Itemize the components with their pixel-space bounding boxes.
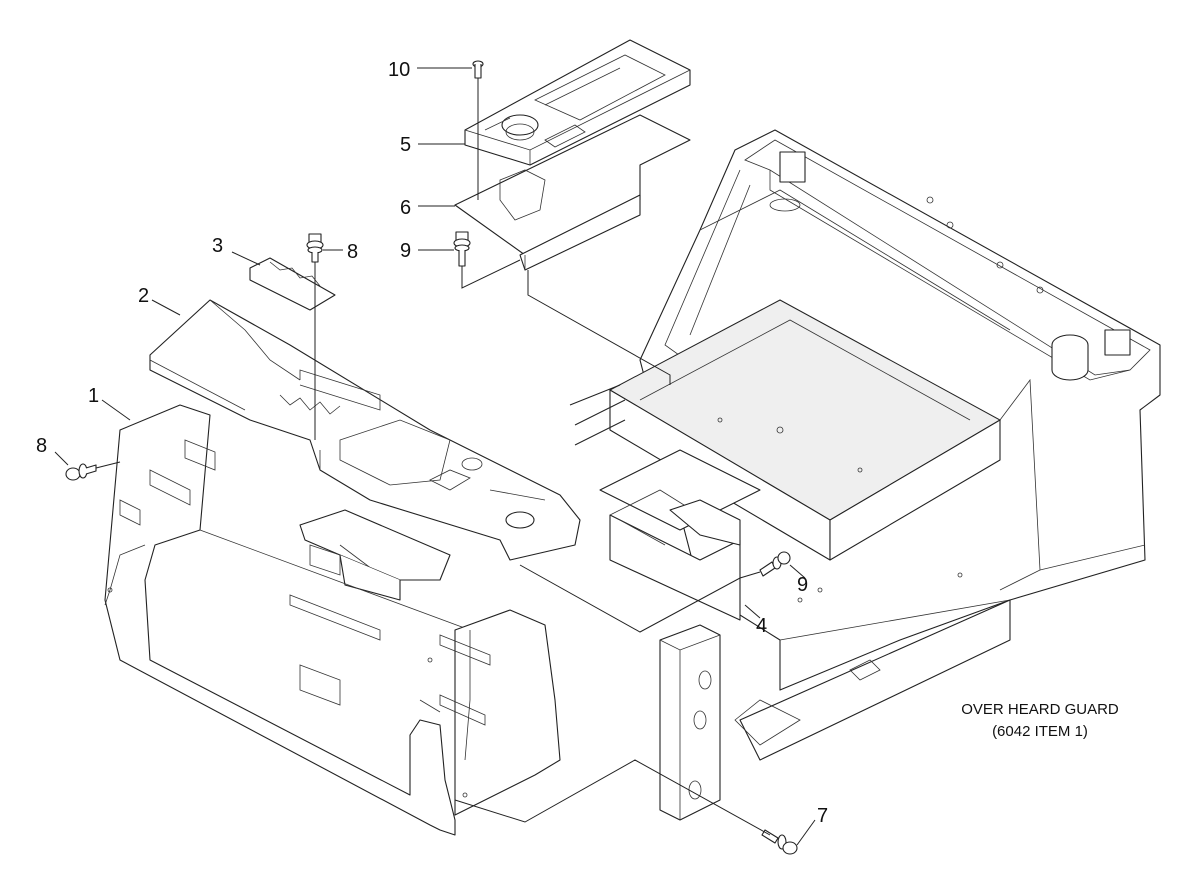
middle-bracket	[299, 509, 451, 601]
callout-8-left: 8	[36, 435, 47, 457]
part-8-bolt-upper	[306, 233, 324, 263]
overhead-guard-frame	[608, 129, 1161, 761]
callout-6: 6	[400, 197, 411, 219]
part-8-bolt-left	[65, 463, 97, 481]
vertical-post	[659, 624, 721, 821]
caption-line-1: OVER HEARD GUARD	[961, 701, 1119, 718]
part-5-console-top	[464, 39, 691, 166]
part-2-dash-panel	[149, 299, 581, 561]
part-9-bolt-right	[759, 551, 791, 577]
part-3-cover	[249, 257, 336, 311]
part-4-plate	[599, 449, 761, 621]
callout-leaders	[54, 67, 816, 846]
callout-5: 5	[400, 134, 411, 156]
caption-line-2: (6042 ITEM 1)	[992, 723, 1088, 740]
part-1-front-panel	[104, 404, 561, 836]
part-10-screw	[472, 60, 484, 79]
callout-9-upper: 9	[400, 240, 411, 262]
callout-3: 3	[212, 235, 223, 257]
callout-2: 2	[138, 285, 149, 307]
callout-4: 4	[756, 615, 767, 637]
callout-8-upper: 8	[347, 241, 358, 263]
callout-10: 10	[388, 59, 410, 81]
part-6-plate	[454, 114, 691, 271]
assembly-lines	[95, 78, 771, 836]
callout-9-right: 9	[797, 574, 808, 596]
callout-7: 7	[817, 805, 828, 827]
part-9-bolt-upper	[453, 231, 471, 267]
callout-1: 1	[88, 385, 99, 407]
part-7-bolt-bottom	[761, 829, 798, 855]
